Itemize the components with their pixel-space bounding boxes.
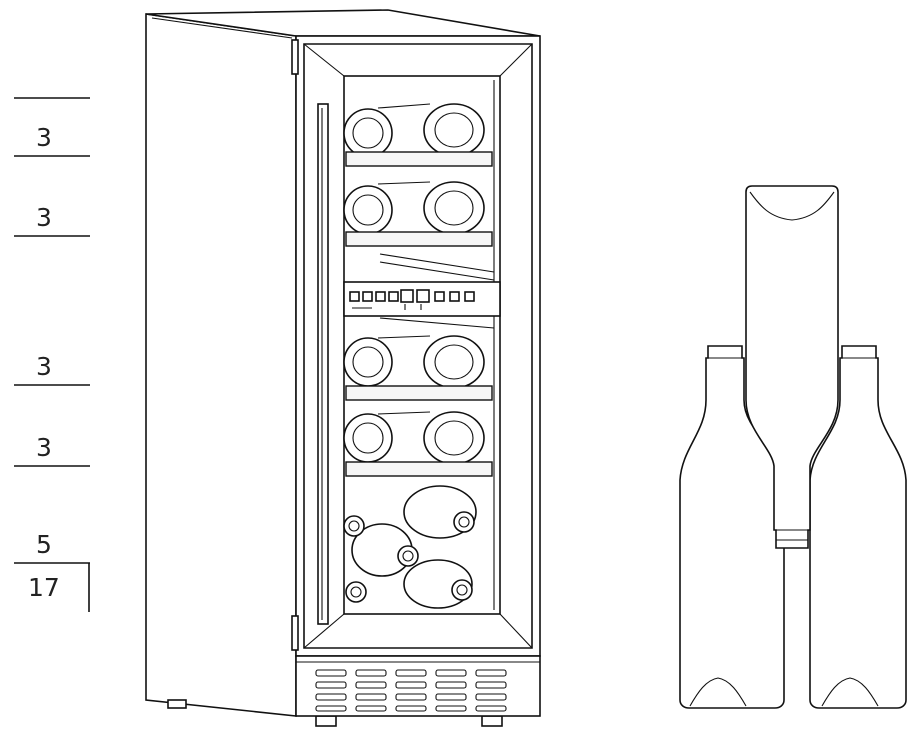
- shelf-capacity-scale: 3 3 3 3 5 17: [14, 97, 90, 612]
- standing-bottle-right: [809, 345, 907, 709]
- button-icon[interactable]: [375, 291, 386, 302]
- shelf-1: [343, 103, 493, 167]
- button-icon[interactable]: [362, 291, 373, 302]
- cabinet-top-edge: [151, 17, 293, 39]
- foot-front-right: [481, 715, 503, 727]
- bottle-size-reference: [679, 185, 907, 709]
- hinge-top: [291, 39, 299, 75]
- bottom-count: 5: [36, 530, 52, 559]
- door-handle: [317, 103, 329, 625]
- shelf-4-count: 3: [36, 433, 52, 462]
- bevel-corner-tl: [303, 43, 345, 77]
- shelf-2: [343, 181, 493, 247]
- hinge-bottom: [291, 615, 299, 651]
- shelf-2-count: 3: [36, 203, 52, 232]
- bottom-bottle-stack: [343, 485, 477, 609]
- display-icon: [400, 289, 414, 303]
- wine-cooler: [145, 9, 541, 727]
- foot-left: [167, 699, 187, 709]
- lying-bottle-center: [745, 185, 839, 549]
- slant-line-1: [379, 253, 495, 273]
- bevel-corner-bl: [303, 613, 345, 649]
- vent-grille: [315, 669, 507, 712]
- button-icon[interactable]: [464, 291, 475, 302]
- display-icon: [416, 289, 430, 303]
- shelf-1-count: 3: [36, 123, 52, 152]
- control-panel: [343, 281, 501, 317]
- shelf-4: [343, 411, 493, 477]
- shelf-3-count: 3: [36, 352, 52, 381]
- button-icon[interactable]: [388, 291, 399, 302]
- bevel-corner-br: [499, 613, 533, 649]
- slant-line-2: [379, 261, 495, 281]
- button-icon[interactable]: [349, 291, 360, 302]
- shelf-3: [343, 335, 493, 401]
- cabinet-side: [145, 13, 297, 717]
- kick-plate: [295, 655, 541, 717]
- button-icon[interactable]: [434, 291, 445, 302]
- slant-line-3: [379, 317, 495, 329]
- total-count: 17: [28, 573, 60, 602]
- bevel-corner-tr: [499, 43, 533, 77]
- button-icon[interactable]: [449, 291, 460, 302]
- foot-front-left: [315, 715, 337, 727]
